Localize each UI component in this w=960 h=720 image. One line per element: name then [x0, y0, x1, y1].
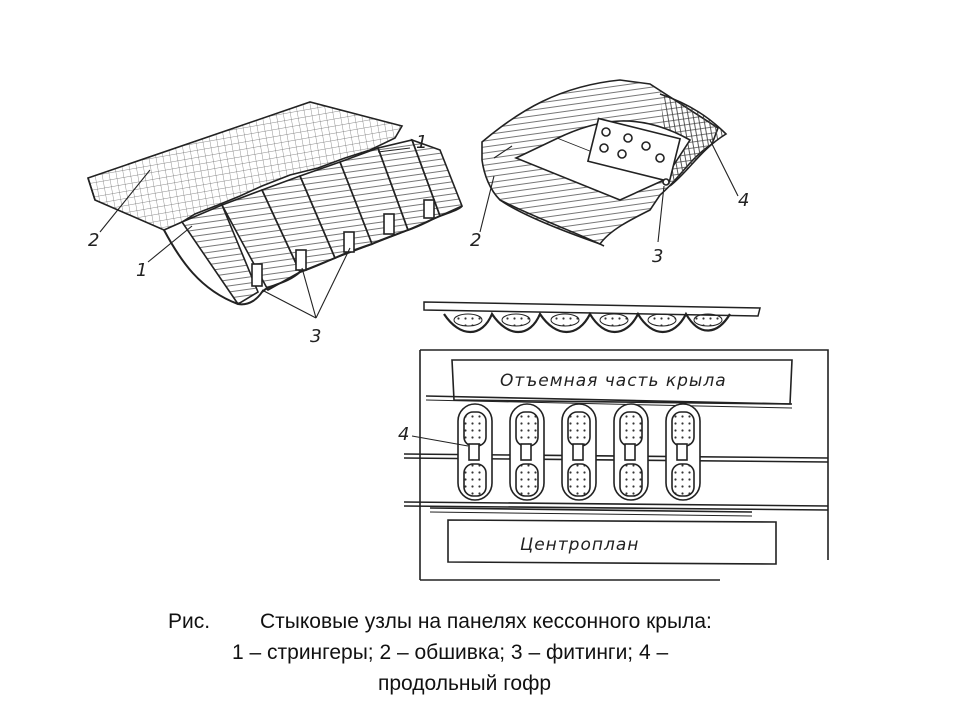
left-callout-2: 2 [88, 230, 99, 251]
skin-sheet [87, 101, 404, 231]
stringers-group [163, 138, 464, 306]
left-callout-3: 3 [310, 326, 321, 347]
caption-line-1: Рис. Стыковые узлы на панелях кессонного … [168, 606, 712, 637]
caption-line-3: продольный гофр [378, 672, 552, 695]
right-callout-2: 2 [470, 230, 481, 251]
caption-line-2: 1 – стрингеры; 2 – обшивка; 3 – фитинги;… [232, 641, 669, 664]
cross-section-drawing [423, 301, 761, 333]
right-callout-3: 3 [652, 246, 663, 267]
fitting-2 [509, 403, 545, 501]
center-section-label: Центроплан [520, 535, 639, 555]
plan-callout-4: 4 [398, 424, 409, 445]
fitting-5 [665, 403, 701, 501]
fittings-row [457, 403, 701, 501]
fitting-1 [457, 403, 493, 501]
caption-prefix: Рис. [168, 610, 211, 633]
caption-title: Стыковые узлы на панелях кессонного крыл… [260, 610, 712, 633]
fitting-3 [561, 403, 597, 501]
left-callout-1-top: 1 [416, 132, 427, 153]
center-section-band [447, 519, 777, 565]
plan-view-drawing: 4 Отъемная часть крыла Центроплан [398, 349, 829, 581]
left-callout-1-bottom: 1 [136, 260, 147, 281]
fitting-4 [613, 403, 649, 501]
left-panel-drawing: 1 2 1 3 [87, 101, 464, 347]
right-callout-4: 4 [738, 190, 749, 211]
detachable-part-label: Отъемная часть крыла [500, 371, 727, 391]
right-corrugation-drawing: 2 3 4 [470, 79, 749, 267]
